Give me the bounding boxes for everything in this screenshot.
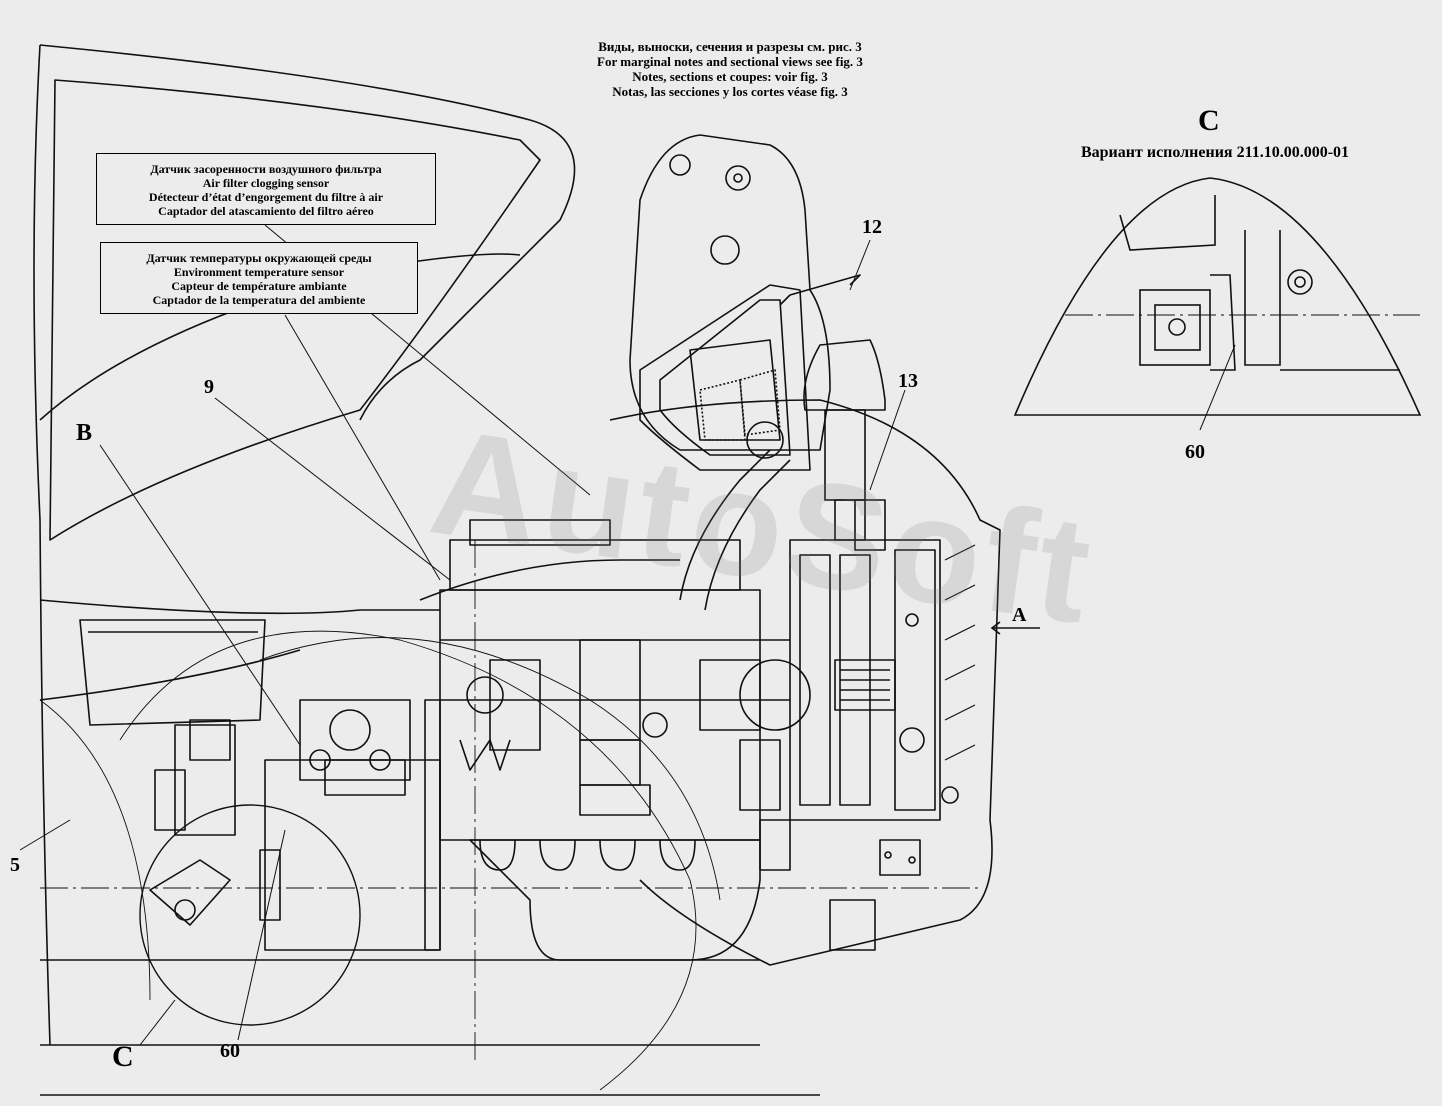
hood-outline <box>609 399 1001 966</box>
callout-9: 9 <box>204 376 214 398</box>
detail-circle-c <box>139 804 361 1026</box>
oil-sump <box>469 839 761 961</box>
air-filter-ru: Датчик засоренности воздушного фильтра <box>150 162 382 176</box>
temperature-en: Environment temperature sensor <box>173 265 345 280</box>
radiator <box>789 539 941 821</box>
cab-lower-line <box>39 649 301 701</box>
temperature-ru: Датчик температуры окружающей среды <box>146 251 372 265</box>
note-en: For marginal notes and sectional views s… <box>597 53 863 69</box>
note-ru: Виды, выноски, сечения и разрезы см. рис… <box>598 39 862 54</box>
cab-body-left <box>33 44 51 1046</box>
engine-block <box>439 589 761 841</box>
arc-large <box>119 630 697 1091</box>
intake-column <box>629 134 831 451</box>
temperature-fr: Capteur de température ambiante <box>171 279 347 294</box>
drawing-notes: Виды, выноски, сечения и разрезы см. рис… <box>540 39 920 100</box>
callout-12: 12 <box>862 216 882 238</box>
callout-5: 5 <box>10 854 20 876</box>
flywheel-housing <box>264 759 441 951</box>
temperature-es: Captador de la temperatura del ambiente <box>152 293 366 308</box>
air-filter-sensor-label: Датчик засоренности воздушного фильтра A… <box>96 153 436 225</box>
fuel-tank <box>79 619 266 726</box>
temperature-sensor-label: Датчик температуры окружающей среды Envi… <box>100 242 418 314</box>
air-filter-en: Air filter clogging sensor <box>202 176 330 191</box>
arrow-a <box>990 621 1040 635</box>
callout-c: C <box>112 1040 134 1073</box>
cab-window-frame <box>49 79 541 541</box>
detail-view-letter: C <box>1198 104 1220 137</box>
cab-floor <box>39 599 440 615</box>
note-fr: Notes, sections et coupes: voir fig. 3 <box>632 68 828 84</box>
cab-outline <box>39 44 576 421</box>
detail-view-variant: Вариант исполнения 211.10.00.000-01 <box>1080 144 1350 161</box>
exhaust-stack <box>803 339 886 411</box>
hydraulic-pump <box>174 724 236 836</box>
air-filter-fr: Détecteur d’état d’engorgement du filtre… <box>148 190 384 205</box>
callout-b: B <box>76 420 93 446</box>
grille <box>944 544 976 761</box>
detail-callout-60: 60 <box>1185 441 1205 463</box>
callout-60: 60 <box>220 1040 240 1062</box>
intake-pipe <box>679 449 791 611</box>
detail-view-c-shape <box>1013 177 1422 431</box>
air-filter-es: Captador del atascamiento del filtro aér… <box>158 204 374 219</box>
note-es: Notas, las secciones y los cortes véase … <box>612 83 848 99</box>
callout-13: 13 <box>898 370 918 392</box>
callout-a: A <box>1012 604 1027 626</box>
